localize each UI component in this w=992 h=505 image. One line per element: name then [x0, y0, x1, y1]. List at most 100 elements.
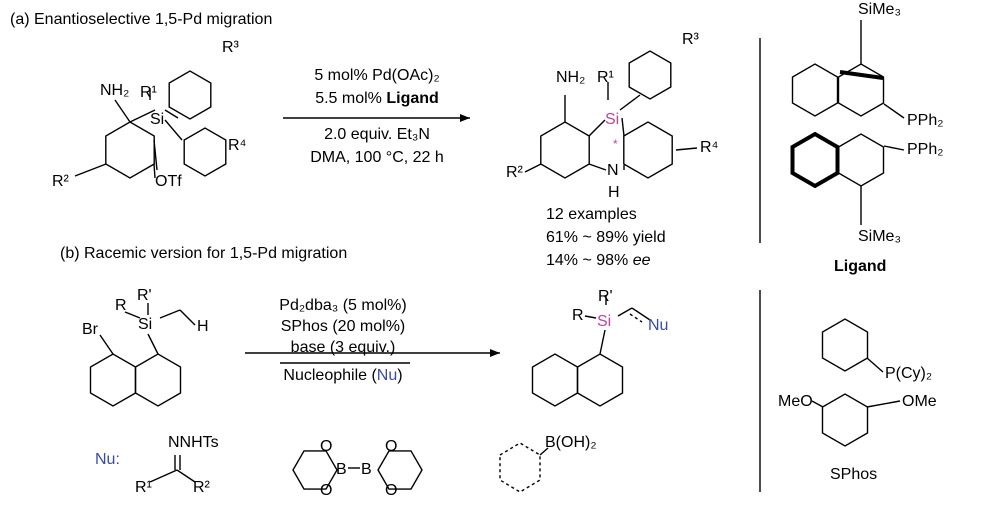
reactant-a: NH₂ R¹ Si R³ R⁴ R² OTf	[52, 39, 247, 190]
ring	[628, 50, 672, 100]
si-label: Si	[138, 316, 152, 333]
n-label: N	[607, 162, 619, 179]
r1-label: R¹	[135, 479, 152, 496]
solvent-temp-text: DMA, 100 °C, 22 h	[310, 149, 444, 166]
results-a: 12 examples 61% ~ 89% yield 14% ~ 98% ee	[546, 206, 666, 269]
structure-bonds	[74, 20, 905, 493]
r2-label: R²	[193, 479, 211, 496]
r3-label: R³	[222, 39, 240, 56]
sphos-label: SPhos	[830, 466, 877, 483]
r4-label: R⁴	[228, 137, 247, 154]
ring	[134, 353, 182, 407]
bond	[147, 333, 159, 355]
ligand-label: Ligand	[834, 258, 886, 275]
bond	[129, 109, 156, 123]
bond	[811, 400, 824, 408]
sime3-bottom-label: SiMe₃	[858, 228, 901, 245]
ring	[623, 121, 673, 179]
r1-label: R¹	[597, 69, 614, 86]
ligand-text: SPhos (20 mol%)	[281, 318, 406, 335]
bond	[883, 103, 905, 119]
boronic-acid-label: B(OH)₂	[545, 434, 597, 451]
catalyst-text: 5 mol% Pd(OAc)₂	[314, 67, 439, 84]
r2-label: R²	[52, 173, 70, 190]
ring	[540, 121, 590, 179]
r4-label: R⁴	[700, 139, 719, 156]
bond	[883, 145, 905, 151]
bond	[588, 119, 606, 137]
stereocenter-star: *	[613, 137, 618, 151]
bond	[866, 400, 901, 408]
bond	[124, 311, 141, 319]
nh2-label: NH₂	[556, 69, 585, 86]
section-b-title: (b) Racemic version for 1,5-Pd migration	[60, 245, 347, 262]
ome-label: OMe	[902, 393, 937, 410]
bond	[839, 70, 884, 80]
nucleophile-text: Nucleophile (Nu)	[283, 367, 402, 384]
base-text: 2.0 equiv. Et₃N	[324, 126, 430, 143]
otf-label: OTf	[155, 173, 182, 190]
r-label: R	[572, 307, 584, 324]
ring	[791, 63, 839, 117]
bond	[159, 309, 181, 319]
arrow-head	[490, 349, 500, 357]
conditions-b: Pd₂dba₃ (5 mol%) SPhos (20 mol%) base (3…	[279, 297, 406, 384]
o-label: O	[385, 438, 397, 455]
r3-label: R³	[682, 31, 700, 48]
o-label: O	[320, 482, 332, 499]
sphos-structure: P(Cy)₂ MeO OMe SPhos	[778, 365, 937, 483]
h-label: H	[197, 318, 209, 335]
si-label: Si	[150, 111, 164, 128]
bond	[153, 139, 158, 171]
ligand-loading-text: 5.5 mol% Ligand	[315, 90, 439, 107]
bond	[74, 163, 107, 177]
ring	[821, 318, 869, 372]
b-label: B	[361, 461, 372, 478]
pph2-label: PPh₂	[907, 141, 943, 158]
yield-text: 61% ~ 89% yield	[546, 229, 666, 246]
bond	[114, 99, 131, 123]
bond	[99, 334, 114, 355]
bond	[588, 163, 607, 171]
ring	[576, 353, 624, 407]
ring	[292, 450, 338, 490]
bond	[599, 329, 606, 355]
ring	[837, 133, 885, 187]
nh2-label: NH₂	[100, 82, 129, 99]
ee-text: 14% ~ 98% ee	[546, 252, 651, 269]
r-label: R	[115, 297, 127, 314]
bond	[619, 94, 641, 111]
section-a-title: (a) Enantioselective 1,5-Pd migration	[10, 11, 272, 28]
ring	[168, 70, 212, 120]
ring	[821, 393, 869, 447]
bond	[164, 119, 183, 141]
ring	[790, 131, 840, 189]
rprime-label: R'	[598, 288, 613, 305]
br-label: Br	[82, 321, 99, 338]
bond	[629, 313, 643, 323]
sime3-top-label: SiMe₃	[858, 1, 901, 18]
product-a: NH₂ R¹ Si R³ R⁴ R² N H *	[506, 31, 719, 201]
ring	[105, 121, 155, 179]
h-label: H	[608, 184, 620, 201]
base-text: base (3 equiv.)	[291, 339, 396, 356]
bond	[866, 357, 884, 373]
o-label: O	[320, 438, 332, 455]
ring	[377, 450, 423, 490]
examples-text: 12 examples	[546, 206, 637, 223]
nucleophile-examples: Nu: NNHTs R¹ R² O O B B O O B(OH)₂	[95, 434, 597, 499]
ring	[183, 127, 227, 177]
bond	[617, 307, 633, 317]
r1-label: R¹	[140, 84, 157, 101]
product-b: R R' Si Nu	[572, 288, 668, 334]
si-label: Si	[605, 111, 619, 128]
bond	[621, 117, 625, 137]
nu-label: Nu	[648, 317, 668, 334]
ring	[499, 442, 541, 493]
bond	[524, 163, 542, 173]
bond	[539, 447, 549, 456]
si-label: Si	[597, 313, 611, 330]
bond	[675, 147, 698, 151]
